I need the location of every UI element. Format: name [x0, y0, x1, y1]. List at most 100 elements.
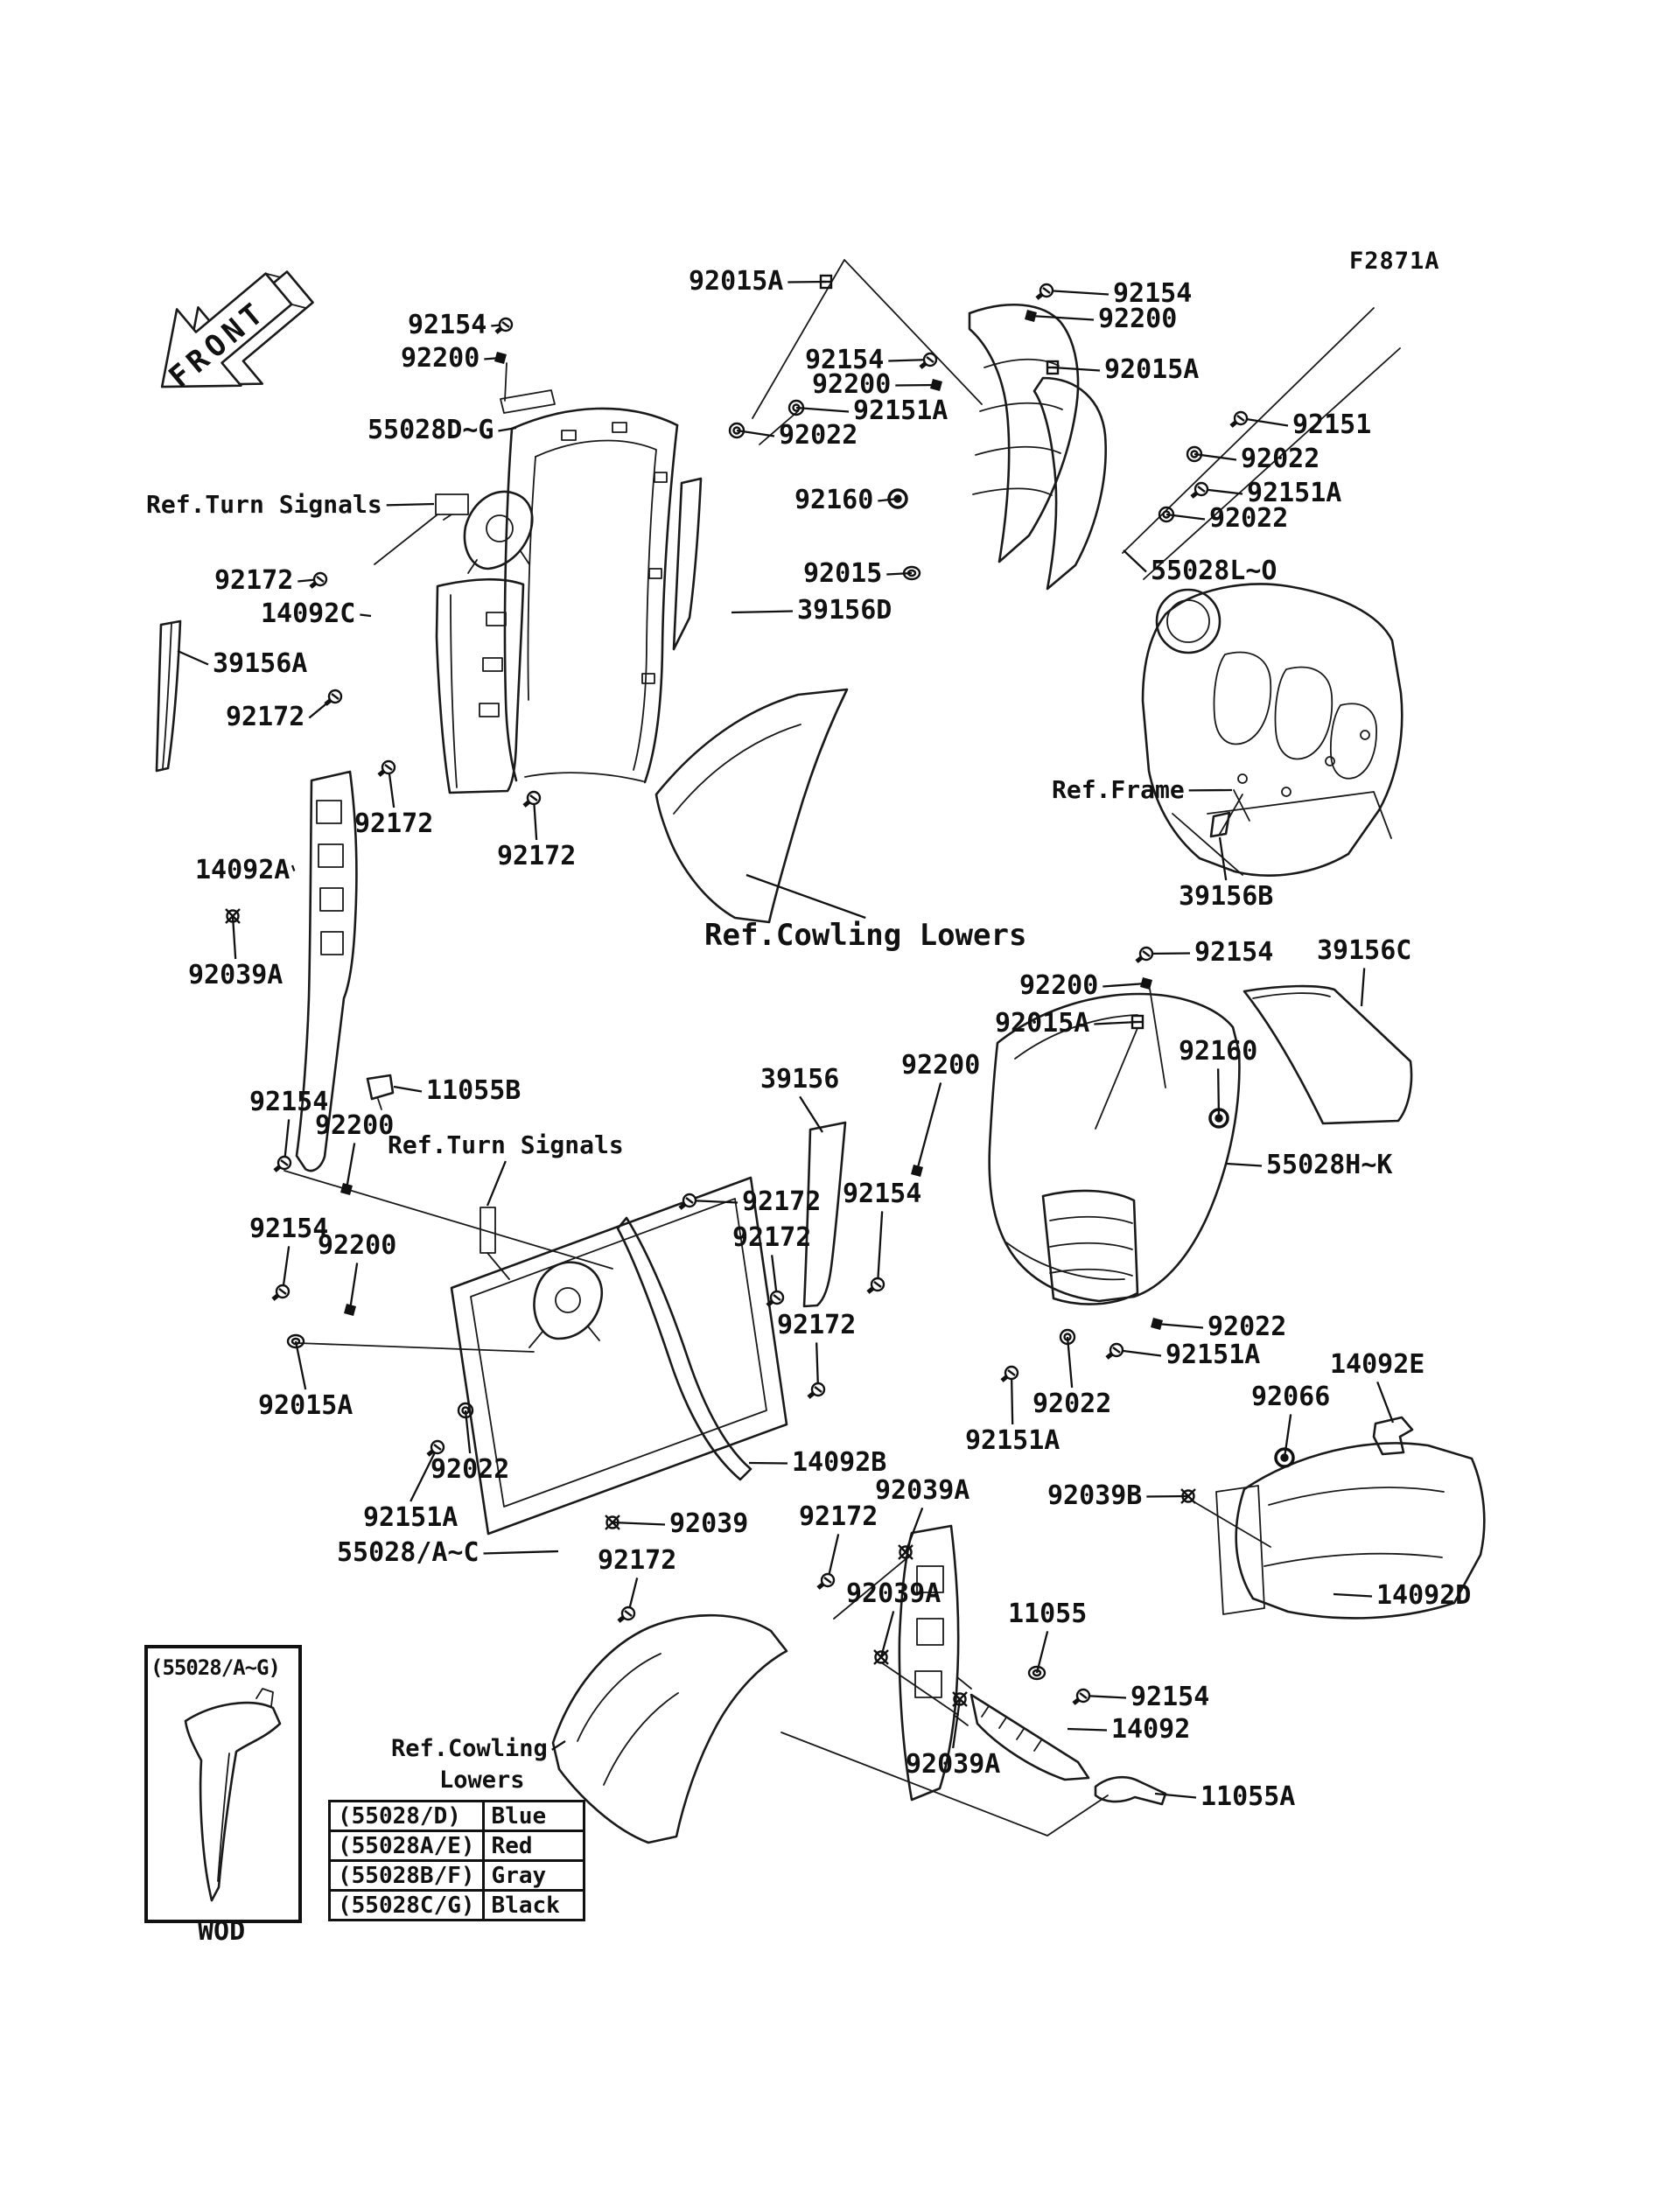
leader-39156B [1218, 836, 1228, 881]
part-label-92022-rl1: 92022 [1208, 1312, 1287, 1342]
part-label-92151: 92151 [1292, 409, 1372, 440]
frame-art [1141, 583, 1404, 877]
assembly-lines [284, 259, 1401, 1837]
screw-icon-92172-3 [377, 759, 396, 777]
part-label-92154-c: 92154 [843, 1179, 922, 1209]
strip-39156A-art [155, 619, 182, 773]
color-name: Black [481, 1889, 585, 1921]
leader-14092 [1067, 1727, 1108, 1732]
leader-ref-cowling-lowers-mid [746, 873, 866, 920]
screw-icon-92151A-rl1 [1105, 1342, 1124, 1360]
part-label-92200-tr: 92200 [1098, 304, 1178, 334]
screw-icon-92154-b [1072, 1688, 1091, 1705]
part-label-39156A: 39156A [213, 648, 308, 679]
screw-icon-92172-8 [816, 1572, 836, 1590]
leader-92200-mid [895, 383, 937, 387]
part-label-92015-mid: 92015 [803, 558, 883, 589]
screw-icon-92154-mid [919, 352, 938, 369]
leader-lines-layer [177, 274, 1395, 1799]
washer-icon-92022-r1 [1186, 445, 1203, 463]
inner-panel-14092C-art [435, 577, 525, 794]
part-label-ref-turn-signals-2: Ref.Turn Signals [388, 1130, 624, 1159]
bracket-14092A-art [295, 770, 358, 1172]
bracket-11055A-art [1094, 1775, 1167, 1806]
leader-92151A-mid [795, 406, 850, 413]
part-label-92022-ll: 92022 [430, 1454, 510, 1485]
color-name: Gray [481, 1859, 585, 1892]
color-code: (55028A/E) [328, 1830, 485, 1862]
grommet-icon-92160-top [887, 488, 908, 509]
blade-14092B-art [616, 1216, 752, 1481]
leader-92022-rl2 [1066, 1336, 1074, 1389]
bushing-icon-11055 [1027, 1665, 1046, 1681]
rivet-icon-92039A-4 [952, 1691, 968, 1707]
part-label-92172-5: 92172 [742, 1186, 822, 1217]
screw-icon-92154-tr [1035, 283, 1054, 300]
bracket-lattice-bottom-art [898, 1524, 972, 1802]
part-label-92039A-2: 92039A [875, 1475, 970, 1506]
leader-92151 [1240, 416, 1289, 427]
lower-fairing-frame-art [450, 1176, 788, 1536]
part-label-92039A-4: 92039A [906, 1749, 1001, 1780]
screw-icon-92151 [1229, 410, 1249, 428]
leader-92039 [612, 1521, 666, 1526]
part-label-92200-ll1: 92200 [315, 1110, 395, 1141]
flag-39156B-art [1209, 811, 1231, 838]
part-label-92160-rm: 92160 [1179, 1036, 1258, 1067]
part-label-92154-tr: 92154 [1113, 278, 1193, 309]
part-label-14092B: 14092B [792, 1447, 887, 1478]
leader-92200-c [915, 1082, 942, 1172]
screw-icon-92151A-r1 [1190, 481, 1209, 499]
color-table-row: (55028/D)Blue [328, 1800, 585, 1832]
washer-icon-92022-r2 [1158, 506, 1175, 523]
part-label-92015A-tr: 92015A [1104, 354, 1200, 385]
part-label-14092D: 14092D [1376, 1580, 1472, 1611]
part-label-55028DG: 55028D~G [368, 415, 494, 445]
leader-92200-ll2 [348, 1263, 359, 1311]
leader-ref-turn-signals-1 [386, 502, 435, 507]
part-label-92200-c: 92200 [901, 1050, 981, 1081]
color-name: Blue [481, 1800, 585, 1832]
inset-part-art [184, 1688, 282, 1902]
leader-14092D [1333, 1592, 1373, 1598]
bracket-14092E-art [1372, 1416, 1414, 1456]
part-label-92039A-1: 92039A [188, 960, 284, 990]
leader-92154-ll1 [283, 1119, 290, 1164]
grommet-icon-92066 [1274, 1447, 1295, 1468]
leader-92200-tr [1030, 314, 1095, 321]
leader-55028LO [1123, 549, 1147, 573]
figure-code: F2871A [1349, 248, 1440, 275]
part-label-14092E: 14092E [1330, 1349, 1425, 1380]
clip-icon-92015A-top [819, 274, 833, 290]
leader-92039A-1 [231, 915, 237, 960]
washer-icon-92022-ll [457, 1402, 474, 1419]
washer-icon-92022-mid [728, 422, 746, 439]
part-label-92151A-ll: 92151A [363, 1502, 458, 1533]
part-label-92022-r1: 92022 [1241, 444, 1320, 474]
leader-92172-7 [816, 1342, 820, 1390]
leader-39156C [1360, 968, 1366, 1007]
color-code: (55028C/G) [328, 1889, 485, 1921]
part-label-92172-8: 92172 [799, 1501, 878, 1532]
part-label-92154-ll2: 92154 [249, 1214, 329, 1244]
part-label-92015A-ll: 92015A [258, 1390, 354, 1421]
part-label-92039B: 92039B [1047, 1480, 1143, 1511]
screw-icon-92154-ll2 [271, 1284, 290, 1301]
leader-92015A-tr [1052, 366, 1101, 372]
leader-92200-ll1 [345, 1143, 356, 1190]
part-label-92172-6: 92172 [732, 1222, 812, 1253]
inset-box: (55028/A~G) [144, 1645, 302, 1923]
part-label-11055B: 11055B [426, 1075, 522, 1106]
part-label-92154-b: 92154 [1130, 1682, 1210, 1712]
part-label-55028AC: 55028/A~C [337, 1537, 480, 1568]
part-label-92151A-rl1: 92151A [1166, 1340, 1261, 1370]
part-label-92154-mid: 92154 [805, 345, 885, 375]
part-label-92066: 92066 [1251, 1382, 1331, 1412]
nut-icon-92200-c [911, 1165, 923, 1177]
leader-11055B [393, 1085, 423, 1093]
screw-icon-92172-7 [807, 1382, 826, 1399]
part-label-92151A-rl2: 92151A [965, 1425, 1060, 1456]
screw-icon-92172-4 [522, 790, 542, 808]
part-label-92039: 92039 [669, 1508, 749, 1539]
leader-92015A-ll [294, 1340, 307, 1390]
